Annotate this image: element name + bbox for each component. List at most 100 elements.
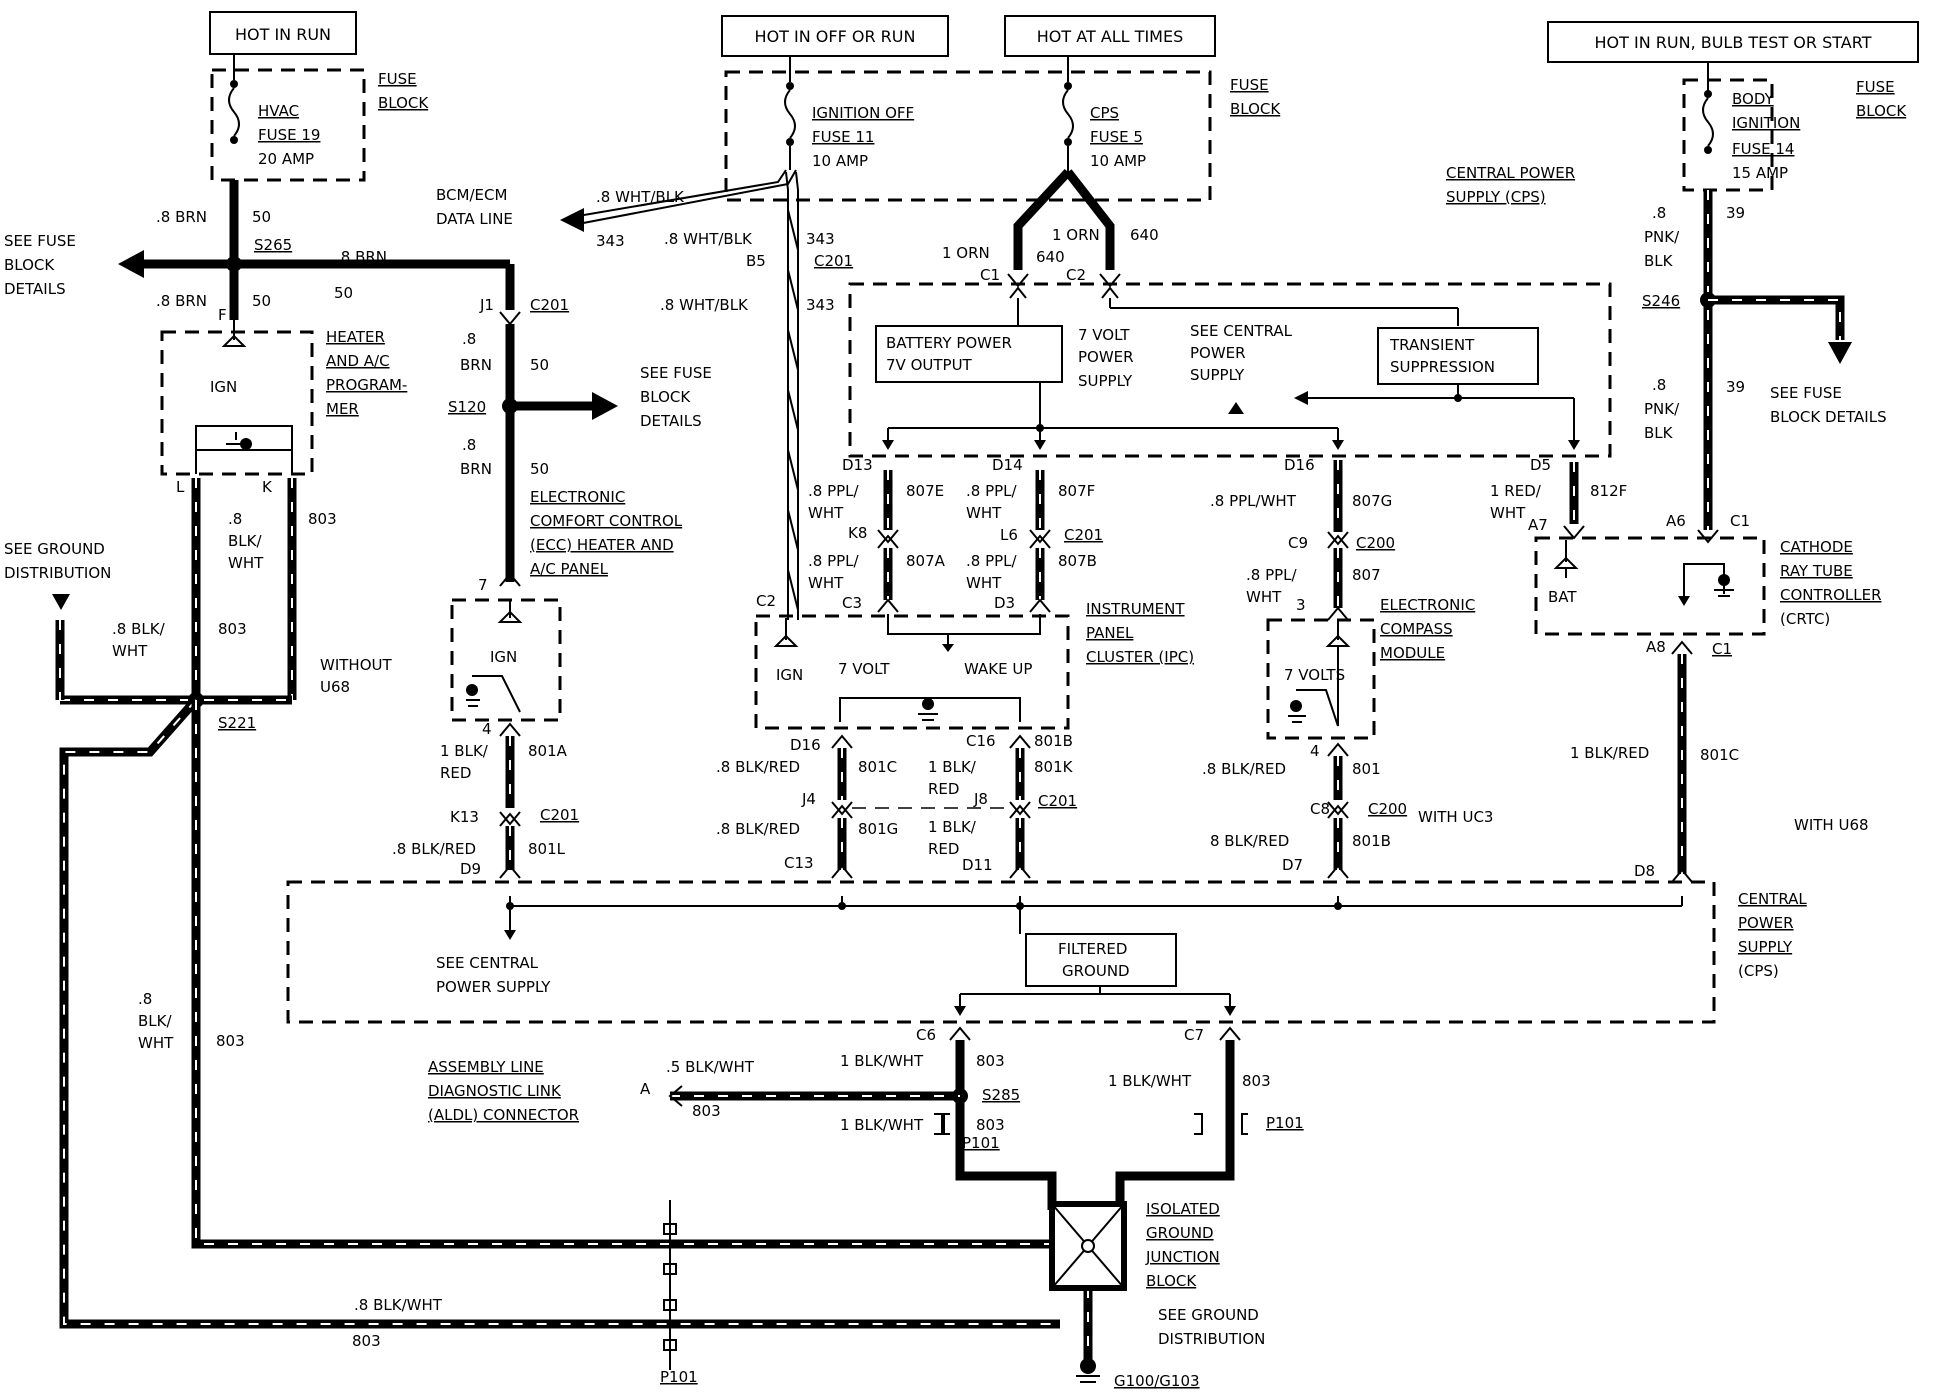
svg-text:.8: .8 [462,330,476,348]
wire-343-data [560,169,799,620]
svg-text:(CPS): (CPS) [1738,962,1779,980]
svg-text:RED: RED [928,840,959,858]
svg-text:.8 PPL/: .8 PPL/ [808,482,860,500]
svg-text:WHT: WHT [808,574,844,592]
p101-connector-bottom: P101 [660,1200,698,1386]
fuse-block-hvac: HVAC FUSE 19 20 AMP FUSE BLOCK [210,54,429,182]
svg-text:803: 803 [218,620,247,638]
svg-text:AND A/C: AND A/C [326,352,390,370]
svg-text:7 VOLT: 7 VOLT [838,660,890,678]
svg-text:803: 803 [308,510,337,528]
crtc-module: BAT CATHODE RAY TUBE CONTROLLER (CRTC) [1534,536,1882,636]
see-central-power-supply-bottom: SEE CENTRAL POWER SUPPLY [436,954,551,996]
svg-text:WITHOUT: WITHOUT [320,656,392,674]
wire-ecc-feed [499,311,618,587]
power-source-hot-at-all-times: HOT AT ALL TIMES [1004,15,1216,57]
svg-text:CLUSTER (IPC): CLUSTER (IPC) [1086,648,1194,666]
svg-text:BLOCK: BLOCK [378,94,429,112]
svg-text:C201: C201 [540,806,579,824]
svg-text:A8: A8 [1646,638,1666,656]
svg-text:FUSE: FUSE [1856,78,1895,96]
svg-text:D16: D16 [790,736,821,754]
svg-text:L6: L6 [1000,526,1018,544]
svg-text:CENTRAL: CENTRAL [1738,890,1807,908]
svg-text:.8 PPL/: .8 PPL/ [808,552,860,570]
svg-text:WHT: WHT [112,642,148,660]
svg-text:WHT: WHT [966,574,1002,592]
see-fuse-block-left: SEE FUSE BLOCK DETAILS [4,232,76,298]
svg-text:IGNITION: IGNITION [1732,114,1800,132]
svg-text:343: 343 [806,230,835,248]
svg-text:FUSE: FUSE [1230,76,1269,94]
svg-text:B5: B5 [746,252,766,270]
ground-arrow-icon [52,594,70,610]
wire-801a [499,722,521,879]
cps-top-label: CENTRAL POWER SUPPLY (CPS) [1446,164,1575,206]
svg-text:SEE FUSE: SEE FUSE [640,364,712,382]
svg-text:7V OUTPUT: 7V OUTPUT [886,356,973,374]
svg-text:C1: C1 [980,266,1000,284]
svg-text:WHT: WHT [1490,504,1526,522]
svg-text:A7: A7 [1528,516,1548,534]
svg-text:G100/G103: G100/G103 [1114,1372,1200,1390]
svg-text:801B: 801B [1034,732,1073,750]
svg-text:BLOCK: BLOCK [1856,102,1907,120]
svg-text:PNK/: PNK/ [1644,228,1680,246]
svg-text:S246: S246 [1642,292,1680,310]
see-ground-distribution-left: SEE GROUND DISTRIBUTION [4,540,111,582]
svg-text:343: 343 [806,296,835,314]
svg-text:640: 640 [1130,226,1159,244]
svg-text:POWER: POWER [1190,344,1246,362]
svg-text:.8 BRN: .8 BRN [156,292,207,310]
svg-text:BCM/ECM: BCM/ECM [436,186,507,204]
svg-text:RED: RED [440,764,471,782]
svg-text:.8 BLK/RED: .8 BLK/RED [392,840,476,858]
svg-text:50: 50 [252,292,271,310]
svg-text:BLOCK: BLOCK [1146,1272,1197,1290]
svg-text:1 ORN: 1 ORN [1052,226,1100,244]
svg-text:1 BLK/: 1 BLK/ [928,818,977,836]
svg-text:640: 640 [1036,248,1065,266]
svg-text:807F: 807F [1058,482,1095,500]
svg-text:JUNCTION: JUNCTION [1145,1248,1220,1266]
svg-text:.8 BLK/RED: .8 BLK/RED [716,758,800,776]
see-fuse-block-right: SEE FUSE BLOCK DETAILS [1770,384,1887,426]
svg-text:C2: C2 [1066,266,1086,284]
svg-text:A/C PANEL: A/C PANEL [530,560,609,578]
svg-text:7 VOLTS: 7 VOLTS [1284,666,1345,684]
svg-text:HOT IN RUN, BULB TEST OR START: HOT IN RUN, BULB TEST OR START [1595,33,1872,52]
svg-text:FILTERED: FILTERED [1058,940,1127,958]
wires-803-ground [668,1026,1241,1383]
svg-text:SEE CENTRAL: SEE CENTRAL [1190,322,1293,340]
wires-801-ipc [831,734,1031,879]
svg-text:POWER: POWER [1738,914,1794,932]
svg-text:HOT IN OFF OR RUN: HOT IN OFF OR RUN [755,27,916,46]
svg-text:A: A [640,1080,651,1098]
svg-text:MER: MER [326,400,359,418]
svg-text:.8 PPL/: .8 PPL/ [966,482,1018,500]
svg-text:4: 4 [1310,742,1320,760]
power-source-hot-in-off-or-run: HOT IN OFF OR RUN [721,15,949,57]
svg-text:.5 BLK/WHT: .5 BLK/WHT [666,1058,755,1076]
cps-bottom-label: CENTRAL POWER SUPPLY (CPS) [1738,890,1807,980]
power-source-hot-in-run: HOT IN RUN [209,11,357,55]
svg-text:803: 803 [352,1332,381,1350]
svg-text:IGNITION OFF: IGNITION OFF [812,104,914,122]
svg-text:10 AMP: 10 AMP [1090,152,1146,170]
svg-text:C201: C201 [1038,792,1077,810]
svg-text:DETAILS: DETAILS [640,412,702,430]
svg-text:C6: C6 [916,1026,936,1044]
svg-text:.8: .8 [1652,204,1666,222]
svg-text:L: L [176,478,185,496]
svg-text:C2: C2 [756,592,776,610]
svg-text:.8 WHT/BLK: .8 WHT/BLK [660,296,749,314]
svg-text:.8: .8 [1652,376,1666,394]
wire-hvac-feed [118,180,515,320]
svg-text:801L: 801L [528,840,566,858]
svg-text:803: 803 [216,1032,245,1050]
svg-text:D3: D3 [994,594,1015,612]
svg-text:C16: C16 [966,732,996,750]
svg-text:K8: K8 [848,524,867,542]
wire-812f [1563,462,1585,540]
